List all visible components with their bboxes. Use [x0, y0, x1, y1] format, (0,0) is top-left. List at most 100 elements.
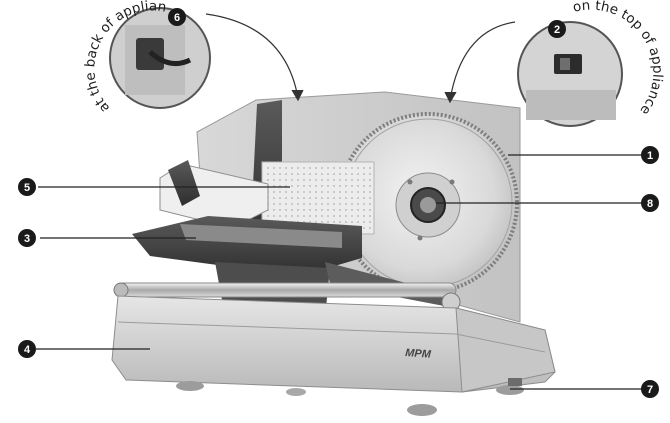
tray-dot — [267, 167, 269, 169]
tray-dot — [339, 221, 341, 223]
tray-dot — [273, 179, 275, 181]
tray-dot — [345, 209, 347, 211]
tray-dot — [357, 197, 359, 199]
tray-dot — [327, 209, 329, 211]
guide-rail — [115, 282, 457, 298]
tray-dot — [333, 203, 335, 205]
callout-badges: 1 5 3 8 4 7 — [18, 146, 659, 398]
tray-dot — [321, 179, 323, 181]
tray-dot — [363, 221, 365, 223]
foot-3 — [407, 404, 437, 416]
tray-dot — [285, 191, 287, 193]
tray-dot — [279, 179, 281, 181]
tray-dot — [327, 203, 329, 205]
power-cord — [148, 50, 192, 67]
tray-dot — [273, 203, 275, 205]
tray-dot — [351, 173, 353, 175]
tray-dot — [273, 209, 275, 211]
svg-text:1: 1 — [647, 150, 653, 162]
tray-dot — [369, 167, 371, 169]
tray-dot — [291, 209, 293, 211]
tray-dot — [351, 167, 353, 169]
tray-dot — [303, 203, 305, 205]
tray-dot — [357, 185, 359, 187]
tray-dot — [321, 173, 323, 175]
tray-dot — [351, 185, 353, 187]
housing-trim — [117, 321, 546, 353]
tray-dot — [273, 173, 275, 175]
tray-dot — [369, 227, 371, 229]
tray-dot — [369, 197, 371, 199]
tray-dot — [339, 191, 341, 193]
tray-dot — [339, 179, 341, 181]
svg-text:4: 4 — [24, 344, 31, 356]
tray-dot — [333, 185, 335, 187]
tray-dot — [363, 173, 365, 175]
callout-1: 1 — [641, 146, 659, 164]
tray-dot — [303, 215, 305, 217]
tray-dot — [297, 185, 299, 187]
tray-dot — [345, 173, 347, 175]
inset-back: at the back of appliance 6 — [0, 0, 211, 116]
tray-dot — [273, 191, 275, 193]
tray-dot — [291, 191, 293, 193]
tray-dot — [345, 221, 347, 223]
tray-dot — [351, 191, 353, 193]
tray-dot — [291, 203, 293, 205]
tray-dot — [363, 179, 365, 181]
tray-dot — [363, 215, 365, 217]
foot-1 — [176, 381, 204, 391]
tray-dot — [279, 197, 281, 199]
tray-dot — [309, 179, 311, 181]
tray-dot — [273, 167, 275, 169]
inset-arrows — [205, 13, 516, 104]
inset-top-surface — [526, 90, 616, 120]
tray-dot — [321, 197, 323, 199]
tray-dot — [351, 215, 353, 217]
tray-dot — [327, 173, 329, 175]
power-switch-rocker — [560, 58, 570, 70]
tray-dot — [315, 209, 317, 211]
slicer-illustration: MPM — [111, 91, 556, 416]
tray-dot — [345, 215, 347, 217]
tray-dot — [339, 209, 341, 211]
tray-dot — [309, 191, 311, 193]
tray-dot — [363, 227, 365, 229]
tray-dot — [321, 215, 323, 217]
tray-dot — [345, 191, 347, 193]
tray-dot — [351, 203, 353, 205]
tray-dot — [309, 221, 311, 223]
tray-dot — [291, 167, 293, 169]
tray-dot — [267, 215, 269, 217]
tray-dot — [303, 173, 305, 175]
tray-dot — [357, 209, 359, 211]
tray-dot — [315, 203, 317, 205]
tray-dot — [339, 215, 341, 217]
thickness-knob — [508, 378, 522, 386]
tray-dot — [303, 185, 305, 187]
tray-dot — [345, 203, 347, 205]
tray-dot — [363, 209, 365, 211]
callout-7: 7 — [641, 380, 659, 398]
tray-dot — [285, 209, 287, 211]
tray-dot — [321, 191, 323, 193]
tray-dot — [285, 173, 287, 175]
tray-dot — [279, 173, 281, 175]
tray-dot — [309, 173, 311, 175]
tray-dot — [315, 173, 317, 175]
tray-dot — [357, 203, 359, 205]
tray-dot — [285, 179, 287, 181]
tray-dot — [369, 209, 371, 211]
tray-dot — [297, 197, 299, 199]
tray-dot — [321, 203, 323, 205]
tray-dot — [351, 197, 353, 199]
tray-dot — [291, 179, 293, 181]
carriage-tray — [180, 224, 342, 248]
tray-dot — [309, 185, 311, 187]
tray-dot — [315, 191, 317, 193]
tray-dot — [291, 173, 293, 175]
food-pusher-handle — [168, 160, 200, 206]
tray-dot — [351, 209, 353, 211]
foot-4 — [496, 385, 524, 395]
